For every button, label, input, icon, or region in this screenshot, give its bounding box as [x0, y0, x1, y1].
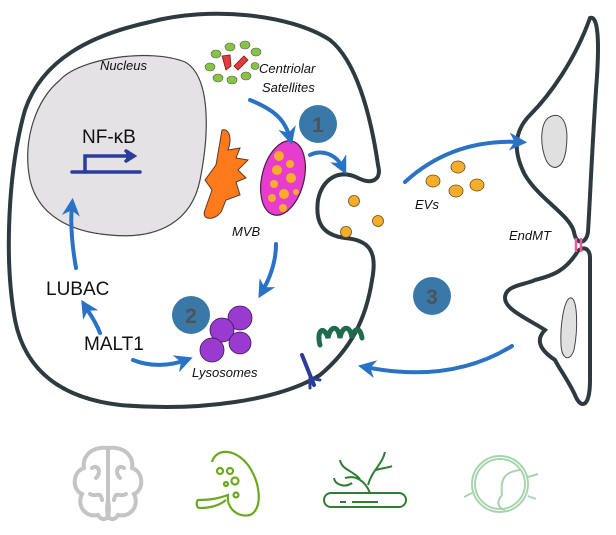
svg-text:2: 2 [185, 305, 197, 328]
arrow-mvb-to-lysosomes [258, 242, 278, 299]
receptor-icon [300, 325, 365, 390]
vesicles-in-pocket [340, 195, 384, 238]
lysosomes [199, 305, 253, 363]
brain-icon [72, 445, 144, 522]
nucleus-label: Nucleus [100, 58, 147, 73]
promoter-arrow-icon [70, 149, 142, 174]
badge-1: 1 [299, 105, 337, 143]
arrow-malt1-to-lysosomes [131, 355, 193, 373]
endothelial-nucleus-lower [560, 297, 578, 359]
svg-text:1: 1 [312, 114, 324, 137]
lubac-label: LUBAC [46, 279, 109, 300]
arrow-malt1-to-lubac [81, 299, 102, 335]
arrow-pocket-to-endothelium [403, 132, 528, 184]
malt1-label: MALT1 [84, 334, 144, 355]
endothelial-nucleus-upper [541, 114, 568, 168]
nfkb-label: NF-κB [82, 127, 136, 148]
eye-icon [463, 455, 539, 513]
lysosomes-label: Lysosomes [192, 365, 258, 380]
badge-3: 3 [413, 277, 451, 315]
endothelial-cell-lower [502, 246, 592, 406]
svg-text:3: 3 [426, 286, 438, 309]
arrow-mvb-to-pocket [308, 150, 347, 175]
centriolar-label-line1: Centriolar [259, 61, 316, 76]
arrow-endothelium-to-receptor [357, 344, 514, 378]
mvb-label: MVB [232, 224, 261, 239]
kidney-icon [195, 450, 260, 517]
blood-vessel-icon [323, 451, 407, 508]
centriolar-satellites [204, 40, 262, 85]
cell-junction [574, 238, 583, 252]
golgi [203, 129, 250, 219]
mvb [260, 140, 306, 216]
badge-2: 2 [172, 296, 210, 334]
nucleus [27, 54, 207, 237]
arrow-centriolar-to-mvb [248, 98, 296, 145]
centriolar-label-line2: Satellites [262, 80, 315, 95]
evs-label: EVs [415, 197, 439, 212]
pathway-arrows [61, 98, 528, 378]
endmt-label: EndMT [509, 228, 552, 243]
extracellular-vesicles [425, 160, 485, 198]
arrow-lubac-to-nucleus [61, 197, 80, 270]
